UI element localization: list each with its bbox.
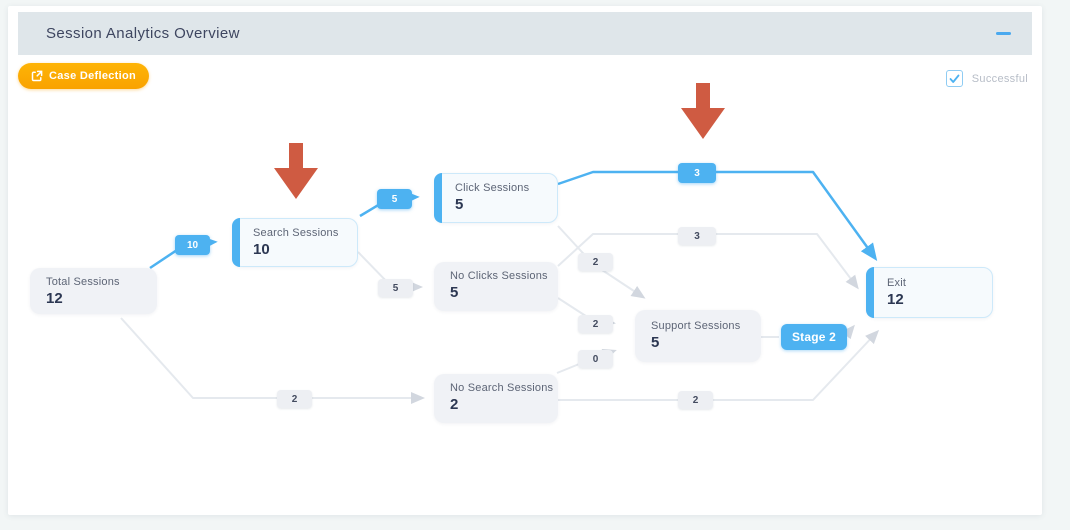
external-link-icon bbox=[31, 70, 43, 82]
edge-line-stage2-to-exit bbox=[841, 324, 855, 340]
node-support-sessions[interactable]: Support Sessions 5 bbox=[635, 310, 761, 362]
successful-label: Successful bbox=[971, 72, 1028, 85]
node-label: Exit bbox=[887, 277, 907, 289]
panel-title: Session Analytics Overview bbox=[46, 25, 240, 42]
edge-line-click-to-exit bbox=[557, 170, 878, 262]
edge-label-nosearch-exit: 2 bbox=[678, 391, 713, 409]
edge-label-total-search: 10 bbox=[175, 235, 210, 255]
red-down-arrow-search bbox=[274, 143, 318, 199]
minus-icon bbox=[995, 32, 1011, 35]
node-exit[interactable]: Exit 12 bbox=[866, 267, 993, 318]
node-value: 5 bbox=[455, 196, 464, 213]
node-click-sessions[interactable]: Click Sessions 5 bbox=[434, 173, 558, 223]
edge-label-search-noclicks: 5 bbox=[378, 279, 413, 297]
node-label: Click Sessions bbox=[455, 182, 530, 194]
successful-checkbox-row[interactable]: Successful bbox=[945, 70, 1028, 87]
edge-label-click-exit: 3 bbox=[678, 163, 716, 183]
node-label: No Clicks Sessions bbox=[450, 270, 548, 282]
node-label: No Search Sessions bbox=[450, 382, 554, 394]
node-label: Support Sessions bbox=[651, 320, 741, 332]
edge-label-noclicks-support: 2 bbox=[578, 315, 613, 333]
node-value: 10 bbox=[253, 241, 270, 258]
node-no-search-sessions[interactable]: No Search Sessions 2 bbox=[434, 374, 558, 423]
node-label: Search Sessions bbox=[253, 227, 339, 239]
successful-checkbox[interactable] bbox=[945, 70, 963, 87]
checkmark-icon bbox=[949, 74, 960, 83]
session-analytics-panel: Session Analytics Overview Case Deflecti… bbox=[8, 6, 1042, 515]
stage-2-badge[interactable]: Stage 2 bbox=[781, 324, 847, 350]
edge-label-search-click: 5 bbox=[377, 189, 412, 209]
node-search-sessions[interactable]: Search Sessions 10 bbox=[232, 218, 358, 267]
edges-canvas bbox=[120, 170, 880, 404]
collapse-button[interactable] bbox=[988, 12, 1018, 55]
node-value: 5 bbox=[651, 334, 660, 351]
node-value: 5 bbox=[450, 284, 459, 301]
node-value: 12 bbox=[46, 290, 63, 307]
case-deflection-label: Case Deflection bbox=[49, 70, 137, 82]
node-total-sessions[interactable]: Total Sessions 12 bbox=[30, 268, 157, 314]
case-deflection-button[interactable]: Case Deflection bbox=[18, 63, 150, 89]
edge-label-total-nosearch: 2 bbox=[277, 390, 312, 408]
node-no-clicks-sessions[interactable]: No Clicks Sessions 5 bbox=[434, 262, 558, 311]
node-value: 2 bbox=[450, 396, 459, 413]
node-label: Total Sessions bbox=[46, 276, 120, 288]
edge-label-noclicks-exit: 3 bbox=[678, 227, 716, 245]
edge-label-click-support: 2 bbox=[578, 253, 613, 271]
node-value: 12 bbox=[887, 291, 904, 308]
panel-header: Session Analytics Overview bbox=[18, 12, 1032, 55]
red-down-arrow-exit-path bbox=[681, 83, 725, 139]
edge-label-nosearch-support: 0 bbox=[578, 350, 613, 368]
edge-line-total-to-nosearch bbox=[120, 317, 425, 404]
